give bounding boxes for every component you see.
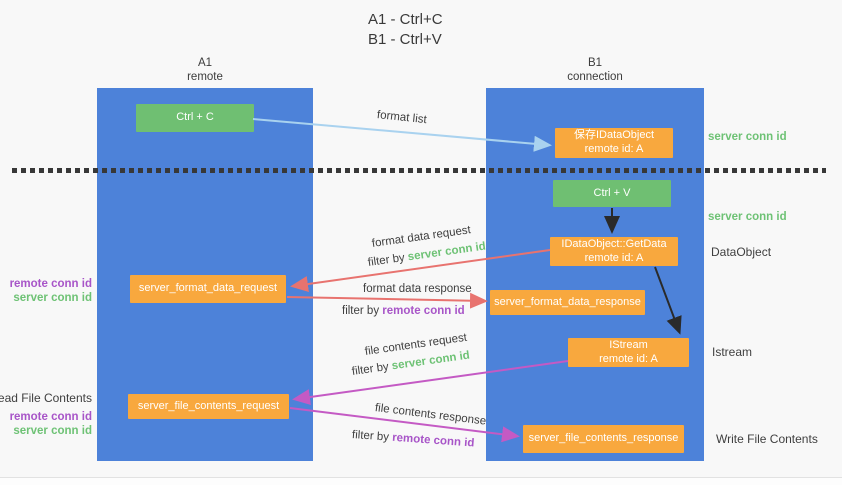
lane-b1-role: connection (567, 71, 623, 84)
edge-label-file-contents-response: file contents response (374, 402, 487, 428)
node-save-idataobject-line2: remote id: A (584, 143, 644, 155)
edge-label-filter-by-remote-2: filter by remote conn id (352, 429, 475, 450)
node-format-request-label: server_format_data_request (138, 282, 278, 295)
lane-header-a1: A1 remote (97, 56, 313, 85)
dotted-separator (12, 168, 826, 173)
node-server-file-contents-request: server_file_contents_request (128, 394, 289, 419)
node-getdata-line2: remote id: A (584, 251, 644, 264)
server-conn-id-text: server conn id (391, 349, 471, 373)
node-getdata-line1: IDataObject::GetData (561, 237, 667, 250)
lane-b1-name: B1 (587, 57, 603, 69)
lane-header-b1: B1 connection (486, 56, 704, 85)
node-ctrl-v: Ctrl + V (553, 180, 671, 207)
bottom-divider (0, 477, 842, 478)
side-label-remote-conn-id-2: remote conn id (9, 411, 92, 423)
node-file-request-label: server_file_contents_request (137, 399, 280, 412)
filter-by-text: filter by (367, 251, 409, 269)
server-conn-id-text: server conn id (407, 240, 487, 264)
node-ctrl-c-label: Ctrl + C (176, 111, 214, 124)
side-label-write-file-contents: Write File Contents (716, 432, 818, 446)
remote-conn-id-text: remote conn id (382, 305, 465, 317)
node-ctrl-c: Ctrl + C (136, 104, 254, 132)
side-label-read-file-contents: Read File Contents (0, 391, 92, 405)
node-server-format-data-response: server_format_data_response (490, 290, 645, 315)
remote-conn-id-text: remote conn id (391, 431, 475, 450)
diagram-title: A1 - Ctrl+C B1 - Ctrl+V (368, 10, 443, 51)
side-label-server-conn-id-mid: server conn id (708, 211, 787, 223)
node-save-idataobject: 保存IDataObject remote id: A (555, 128, 673, 158)
edge-label-format-data-response: format data response (363, 283, 472, 295)
node-idataobject-getdata: IDataObject::GetData remote id: A (550, 237, 678, 266)
node-ctrl-v-label: Ctrl + V (593, 186, 631, 199)
node-istream: IStream remote id: A (568, 338, 689, 367)
node-server-format-data-request: server_format_data_request (130, 275, 286, 303)
edge-label-filter-by-remote-1: filter by remote conn id (342, 305, 465, 317)
side-label-server-conn-id-top: server conn id (708, 131, 787, 143)
lane-a1-name: A1 (197, 57, 213, 69)
node-save-idataobject-line1: 保存IDataObject (573, 129, 655, 142)
filter-by-text: filter by (351, 429, 393, 444)
filter-by-text: filter by (342, 305, 383, 317)
side-label-server-conn-id-2: server conn id (13, 425, 92, 437)
node-istream-line1: IStream (609, 338, 648, 351)
side-label-remote-conn-id-1: remote conn id (9, 278, 92, 290)
node-file-response-label: server_file_contents_response (528, 432, 679, 445)
edge-label-format-list: format list (376, 109, 428, 127)
diagram-title-line1: A1 - Ctrl+C (368, 11, 443, 28)
diagram-title-line2: B1 - Ctrl+V (368, 31, 442, 49)
node-format-response-label: server_format_data_response (494, 295, 641, 308)
bottom-strip (0, 478, 842, 485)
side-label-server-conn-id-1: server conn id (13, 292, 92, 304)
filter-by-text: filter by (351, 360, 393, 378)
node-server-file-contents-response: server_file_contents_response (523, 425, 684, 453)
arrow-format-data-response (286, 292, 488, 309)
lane-a1-role: remote (187, 71, 223, 84)
side-label-istream: Istream (712, 345, 753, 359)
node-istream-line2: remote id: A (599, 352, 658, 365)
side-label-dataobject: DataObject (711, 245, 772, 259)
